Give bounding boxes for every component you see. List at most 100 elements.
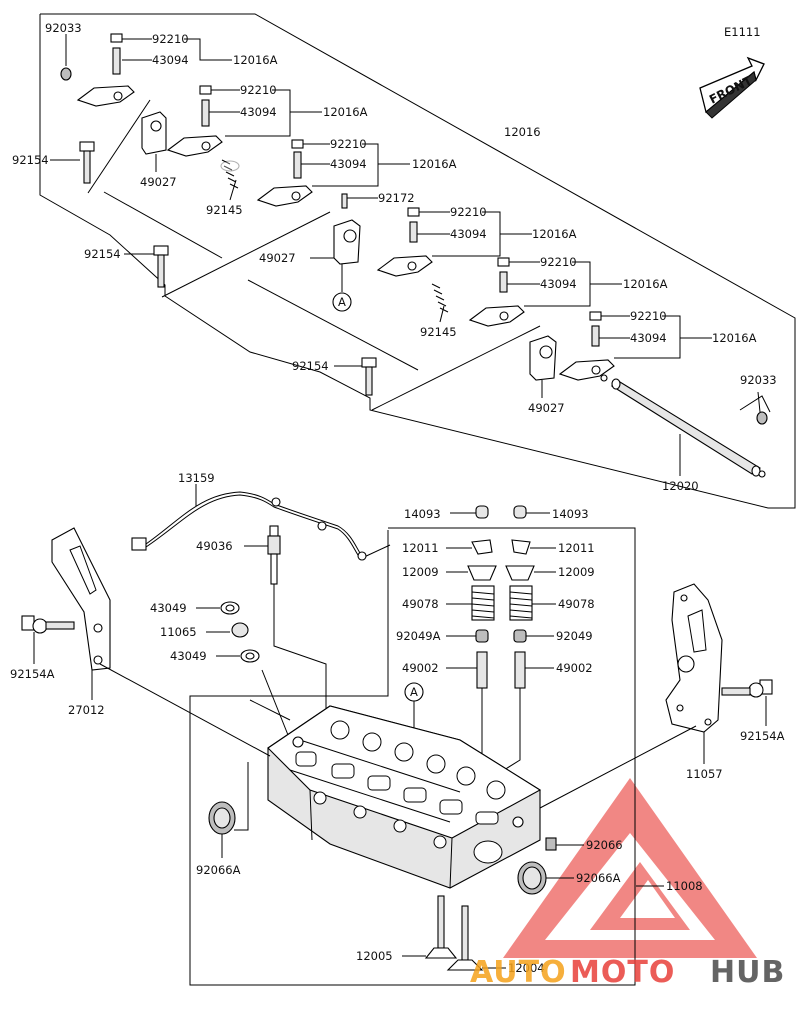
label-13159: 13159: [178, 471, 215, 485]
ref-marker-a-upper: [332, 292, 352, 312]
watermark-brand-moto: MOTO: [570, 955, 675, 990]
label-49002-left: 49002: [402, 661, 439, 675]
rocker-support-49027-a: [141, 111, 167, 155]
label-43094-a: 43094: [152, 53, 189, 67]
label-92210-b: 92210: [240, 83, 277, 97]
nut-92210-a: [110, 33, 123, 43]
screw-43094-b: [201, 99, 210, 127]
rocker-arm-c: [256, 185, 313, 207]
label-49002-right: 49002: [556, 661, 593, 675]
label-12016A-b: 12016A: [323, 105, 368, 119]
bolt-92154A-left: [21, 615, 75, 634]
cylinder-head-frame: [189, 527, 636, 986]
cylinder-head-11008: [267, 705, 542, 889]
label-11057: 11057: [686, 767, 723, 781]
bracket-11057: [665, 583, 723, 733]
rocker-support-49027-b: [333, 219, 361, 265]
bolt-92154A-right: [721, 679, 773, 698]
label-92210-a: 92210: [152, 32, 189, 46]
watermark-text: AUTO MOTO HUB: [470, 955, 785, 990]
label-11065: 11065: [160, 625, 197, 639]
label-49078-right: 49078: [558, 597, 595, 611]
label-49036: 49036: [196, 539, 233, 553]
label-92154A-left: 92154A: [10, 667, 55, 681]
spring-92145-a: [220, 159, 240, 189]
glow-plug-49036: [267, 525, 281, 585]
spring-92145-b: [431, 283, 449, 313]
screw-43094-c: [293, 151, 302, 179]
label-92210-f: 92210: [630, 309, 667, 323]
bolt-92154-b: [153, 245, 169, 288]
label-12009-left: 12009: [402, 565, 439, 579]
nut-92210-e: [497, 257, 510, 267]
screw-43094-e: [499, 271, 508, 293]
collet-12011-left: [471, 539, 493, 555]
rocker-arm-b: [166, 135, 223, 157]
label-92049A: 92049A: [396, 629, 441, 643]
label-14093-left: 14093: [404, 507, 441, 521]
valve-12005: [424, 895, 458, 959]
label-11008: 11008: [666, 879, 703, 893]
label-92066A-right: 92066A: [576, 871, 621, 885]
bolt-92154-a: [79, 141, 95, 184]
label-12016: 12016: [504, 125, 541, 139]
label-43094-d: 43094: [450, 227, 487, 241]
circlip-92033-top: [60, 67, 72, 81]
label-49078-left: 49078: [402, 597, 439, 611]
label-12016A-a: 12016A: [233, 53, 278, 67]
label-92033-right: 92033: [740, 373, 777, 387]
label-12005: 12005: [356, 949, 393, 963]
watermark-logo: [503, 778, 757, 958]
diagram-code: E1111: [724, 25, 761, 39]
label-12016A-d: 12016A: [532, 227, 577, 241]
label-12016A-c: 12016A: [412, 157, 457, 171]
label-92145-b: 92145: [420, 325, 457, 339]
label-92210-c: 92210: [330, 137, 367, 151]
label-49027-a: 49027: [140, 175, 177, 189]
label-12004: 12004: [508, 961, 545, 975]
rocker-arm-a: [76, 85, 135, 107]
label-92049: 92049: [556, 629, 593, 643]
label-43049-a: 43049: [150, 601, 187, 615]
valve-12004: [446, 905, 484, 971]
label-92154-a: 92154: [12, 153, 49, 167]
valve-cap-14093-right: [513, 505, 527, 519]
label-92172: 92172: [378, 191, 415, 205]
label-92154-c: 92154: [292, 359, 329, 373]
label-12016A-f: 12016A: [712, 331, 757, 345]
valve-guide-49002-left: [476, 651, 488, 689]
rocker-support-49027-c: [529, 335, 557, 381]
label-92033-top: 92033: [45, 21, 82, 35]
pin-92172: [341, 193, 348, 209]
label-12009-right: 12009: [558, 565, 595, 579]
ref-marker-a-upper-label: A: [338, 295, 346, 309]
nut-92210-d: [407, 207, 420, 217]
label-43094-e: 43094: [540, 277, 577, 291]
watermark-brand-hub: HUB: [710, 955, 785, 990]
nut-92210-c: [291, 139, 304, 149]
collet-12011-right: [511, 539, 531, 555]
plug-92066: [545, 837, 557, 851]
front-arrow-icon: FRONT: [699, 56, 765, 119]
label-12016A-e: 12016A: [623, 277, 668, 291]
label-92154-b: 92154: [84, 247, 121, 261]
screw-43094-d: [409, 221, 418, 243]
rocker-assembly-outline: [39, 13, 796, 509]
circlip-92033-right: [756, 411, 768, 425]
label-49027-b: 49027: [259, 251, 296, 265]
watermark-brand-auto: AUTO: [470, 955, 567, 990]
valve-guide-49002-right: [514, 651, 526, 689]
label-49027-c: 49027: [528, 401, 565, 415]
rocker-arm-f: [558, 359, 615, 381]
valve-spring-49078-left: [471, 585, 495, 621]
label-92154A-right: 92154A: [740, 729, 785, 743]
label-12020: 12020: [662, 479, 699, 493]
label-92210-e: 92210: [540, 255, 577, 269]
label-92210-d: 92210: [450, 205, 487, 219]
valve-spring-49078-right: [509, 585, 533, 621]
label-43049-b: 43049: [170, 649, 207, 663]
rocker-shaft-12020: [600, 374, 761, 477]
retainer-12009-right: [505, 565, 535, 581]
label-43094-c: 43094: [330, 157, 367, 171]
label-43094-b: 43094: [240, 105, 277, 119]
